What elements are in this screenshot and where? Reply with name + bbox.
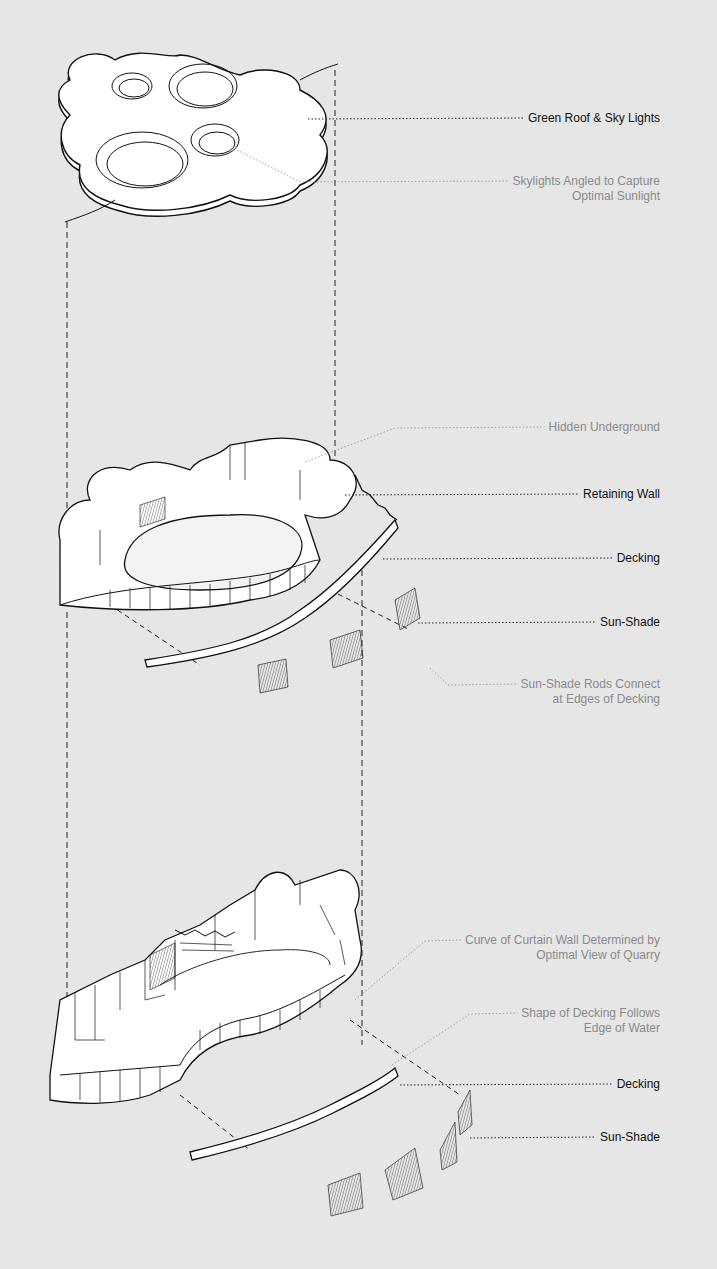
callout-label: Hidden Underground bbox=[460, 420, 660, 435]
leader-line bbox=[355, 940, 461, 1000]
leader-line bbox=[400, 1084, 613, 1085]
leader-line bbox=[345, 494, 579, 495]
leader-line bbox=[383, 558, 613, 559]
leader-line bbox=[470, 1137, 596, 1138]
callout-label: Decking bbox=[460, 1077, 660, 1092]
callout-label: Curve of Curtain Wall Determined by Opti… bbox=[460, 933, 660, 963]
leader-line bbox=[392, 1013, 517, 1065]
leader-line bbox=[237, 150, 509, 182]
callout-label: Green Roof & Sky Lights bbox=[400, 111, 660, 126]
callout-label: Sun-Shade bbox=[460, 615, 660, 630]
leader-line bbox=[418, 622, 596, 623]
leader-line bbox=[308, 118, 524, 119]
leader-line bbox=[430, 668, 517, 685]
callout-label: Shape of Decking Follows Edge of Water bbox=[500, 1006, 660, 1036]
callout-label: Sun-Shade bbox=[460, 1130, 660, 1145]
leader-line bbox=[305, 427, 545, 462]
callout-label: Decking bbox=[460, 551, 660, 566]
callout-label: Retaining Wall bbox=[460, 487, 660, 502]
callout-label: Skylights Angled to Capture Optimal Sunl… bbox=[484, 174, 660, 204]
callout-label: Sun-Shade Rods Connect at Edges of Decki… bbox=[516, 677, 660, 707]
